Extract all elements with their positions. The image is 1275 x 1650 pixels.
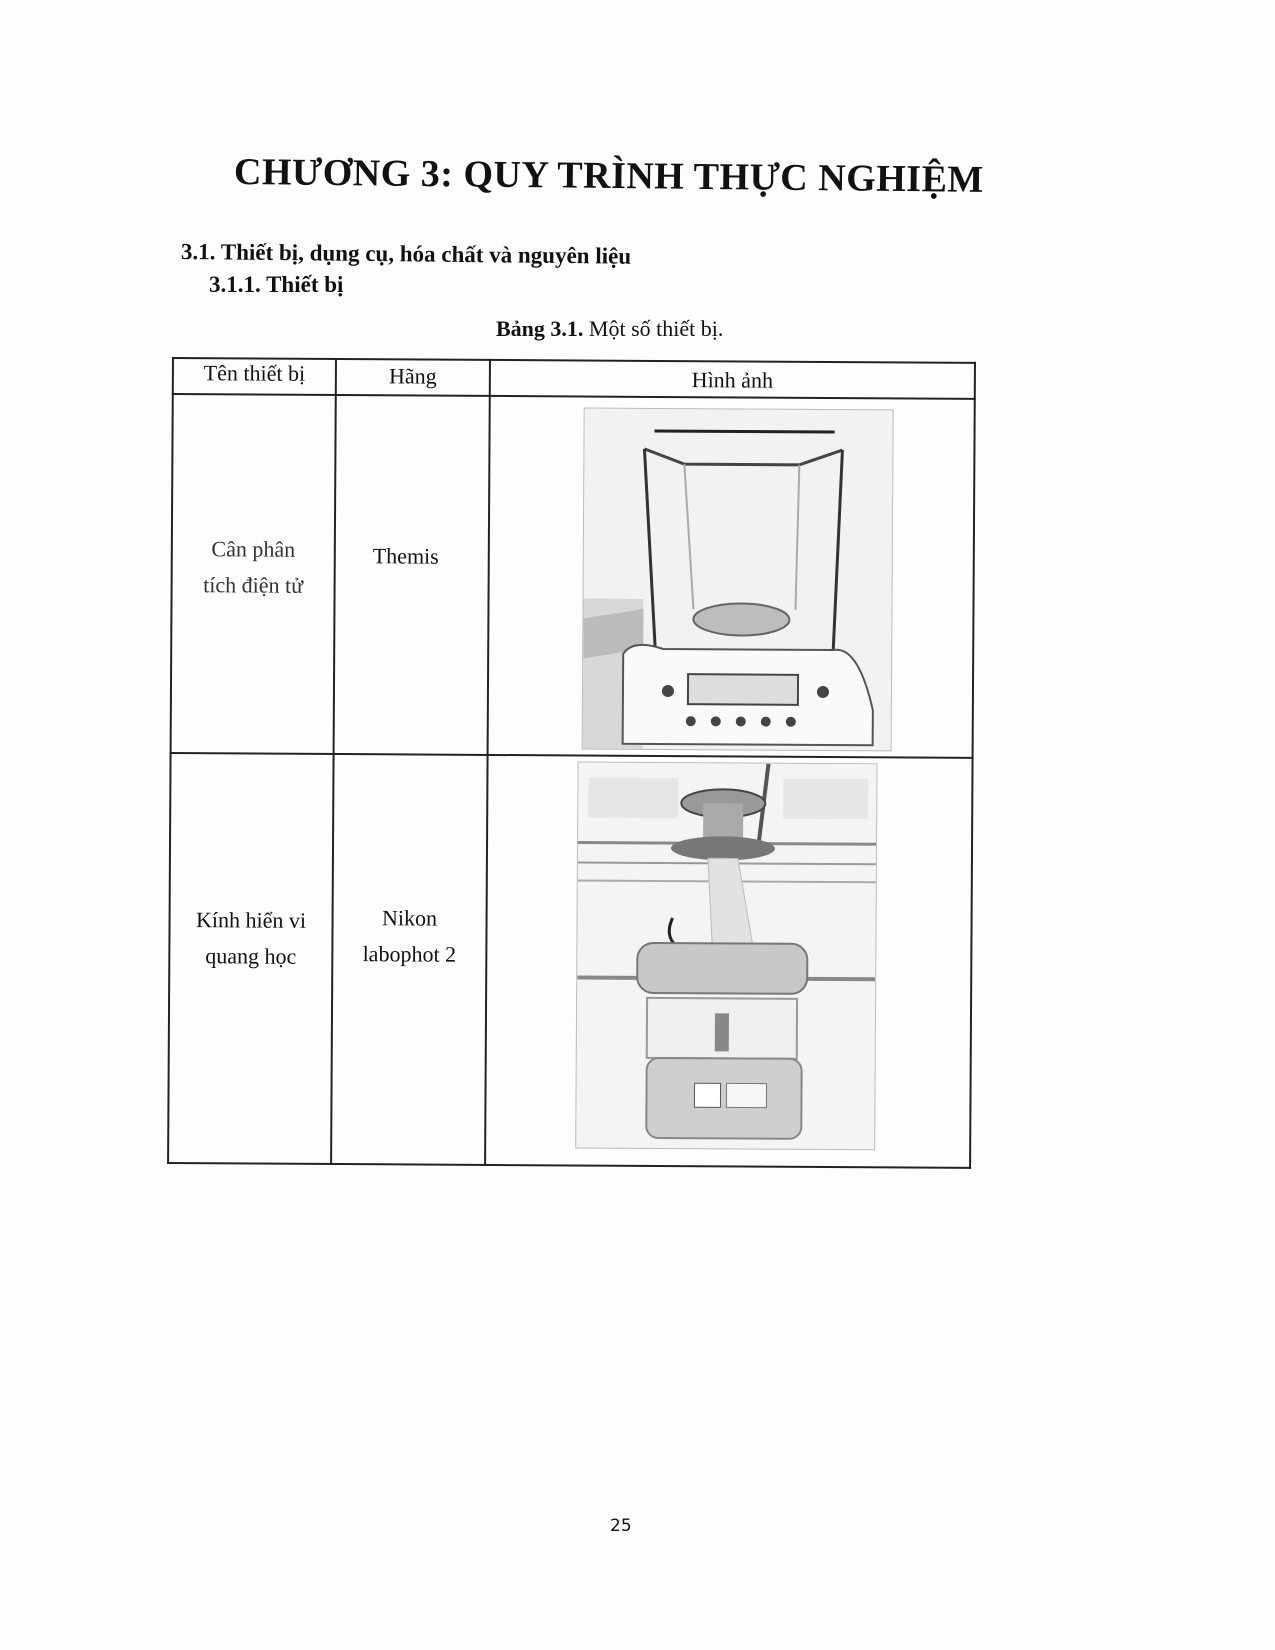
table-caption-text: Một số thiết bị. — [583, 316, 724, 341]
table-border-right — [969, 361, 976, 1169]
table-caption-label: Bảng 3.1. — [496, 316, 584, 341]
section-heading-3-1: 3.1. Thiết bị, dụng cụ, hóa chất và nguy… — [180, 239, 632, 269]
table-row-divider — [169, 751, 974, 759]
table-col-divider-1 — [330, 357, 337, 1165]
section-heading-3-1-1: 3.1.1. Thiết bị — [209, 272, 344, 297]
optical-microscope-photo — [575, 761, 878, 1151]
header-brand: Hãng — [388, 363, 437, 389]
table-border-left — [167, 357, 174, 1164]
analytical-balance-photo — [581, 407, 894, 752]
table-row: Kính hiển vi quang học Nikon labophot 2 — [172, 357, 976, 1151]
device-brand: Themis — [372, 543, 439, 569]
header-image: Hình ảnh — [691, 367, 774, 393]
device-name-line1: Cân phân — [211, 536, 296, 562]
table-caption: Bảng 3.1. Một số thiết bị. — [496, 316, 723, 342]
device-brand-line2: labophot 2 — [362, 941, 457, 967]
table-row: Cân phân tích điện tử Themis — [172, 357, 976, 752]
device-name-line2: quang học — [205, 943, 297, 969]
device-name-line1: Kính hiển vi — [195, 907, 307, 933]
equipment-table: Tên thiết bị Hãng Hình ảnh Cân phân tích… — [167, 357, 976, 1169]
device-name-line2: tích điện tử — [203, 572, 304, 598]
table-col-divider-2 — [484, 358, 491, 1166]
balance-illustration-icon — [582, 408, 893, 751]
table-border-bottom — [167, 1161, 972, 1169]
microscope-illustration-icon — [576, 762, 877, 1150]
page-number: 25 — [610, 1516, 632, 1536]
chapter-title: CHƯƠNG 3: QUY TRÌNH THỰC NGHIỆM — [233, 151, 985, 201]
header-device-name: Tên thiết bị — [203, 360, 306, 386]
device-brand-line1: Nikon — [382, 905, 438, 931]
